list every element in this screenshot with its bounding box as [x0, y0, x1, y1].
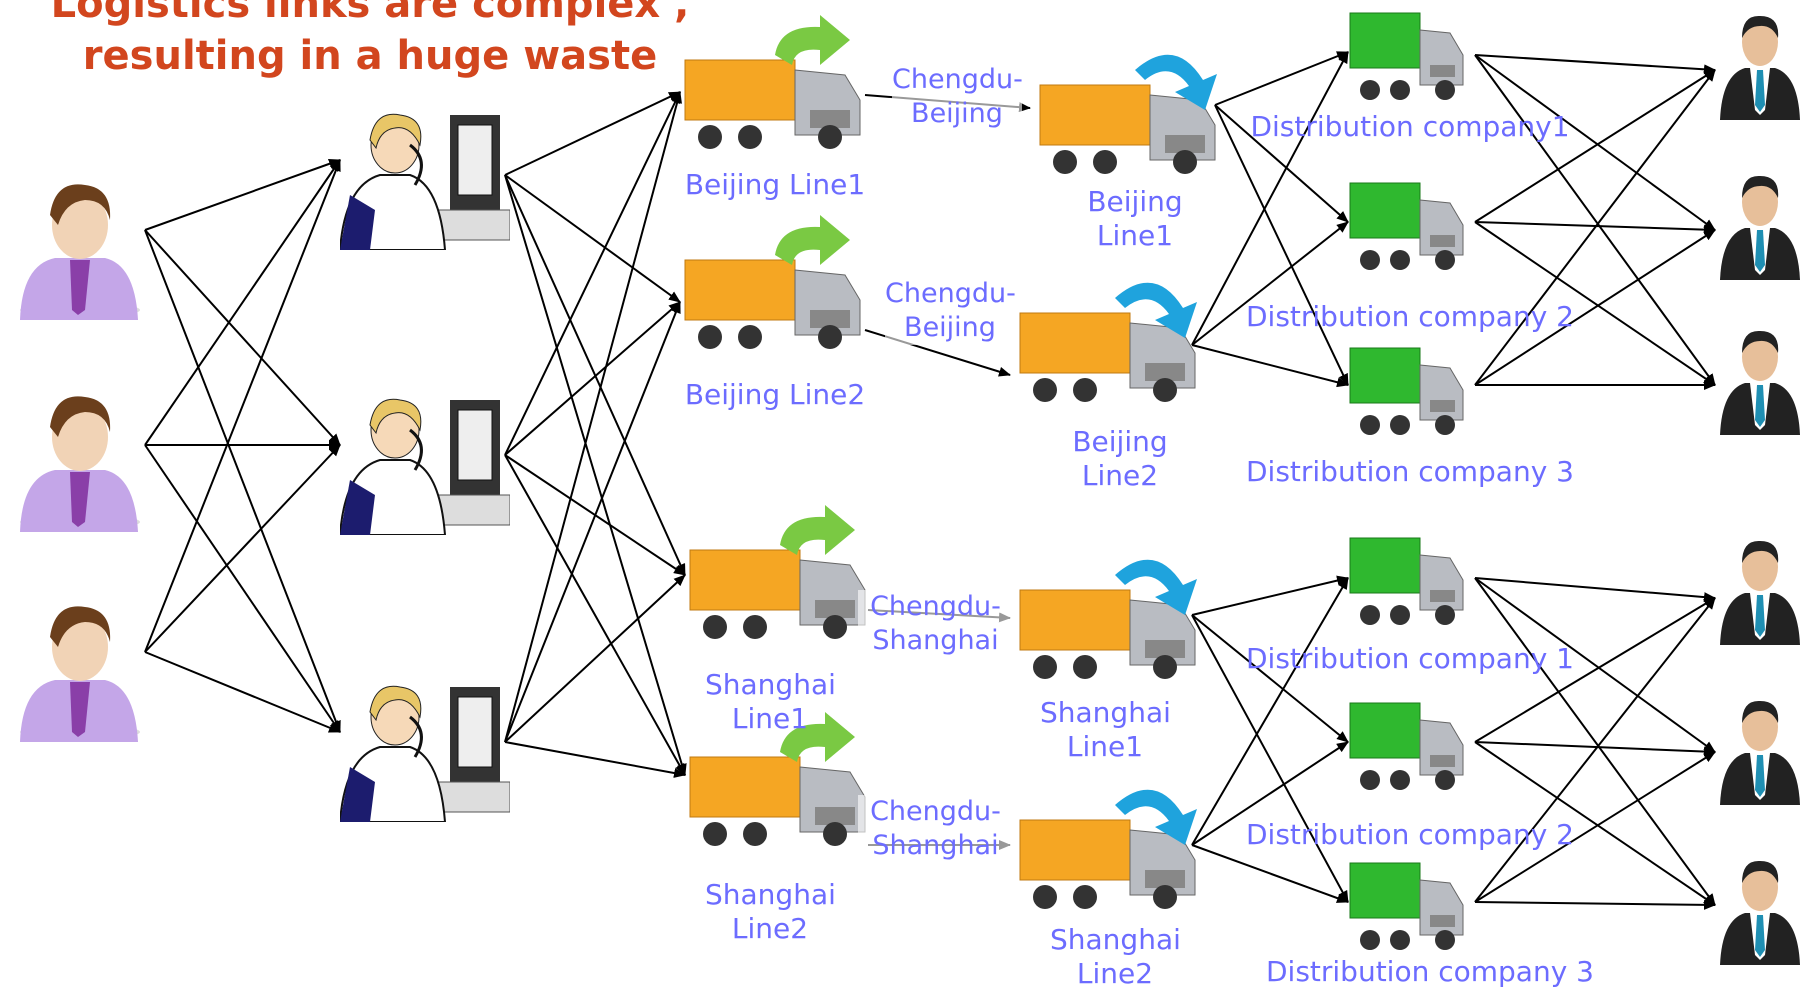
connection-arrow — [1474, 54, 1716, 75]
connection-arrow — [1191, 51, 1349, 346]
green-truck-icon — [1345, 175, 1475, 289]
connection-arrow — [504, 91, 681, 456]
connection-arrow — [504, 91, 681, 176]
green-truck-icon — [1345, 5, 1475, 119]
orange-truck-with-green-arrow-icon — [680, 15, 870, 169]
route-label-chengdu-shanghai-1: Chengdu-Shanghai — [858, 590, 1013, 658]
customer-icon — [10, 592, 140, 746]
connection-arrow — [1474, 899, 1716, 910]
connection-arrow — [1474, 741, 1716, 757]
orange-truck-with-blue-arrow-icon — [1015, 268, 1205, 422]
connection-arrow — [1191, 575, 1349, 616]
connection-arrow — [1214, 104, 1349, 386]
connection-arrow — [1474, 751, 1716, 903]
origin-label-shanghai-line2: Shanghai Line2 — [705, 878, 836, 945]
customer-icon — [10, 170, 140, 324]
distribution-label-top-2: Distribution company 2 — [1245, 300, 1574, 333]
connection-arrow — [144, 229, 341, 446]
orange-truck-with-green-arrow-icon — [685, 505, 875, 659]
green-truck-icon — [1345, 530, 1475, 644]
orange-truck-with-green-arrow-icon — [685, 712, 875, 866]
connection-arrow — [504, 574, 686, 743]
connection-arrow — [504, 174, 681, 303]
connection-arrow — [504, 174, 687, 776]
title-line-2: resulting in a huge waste — [82, 33, 658, 79]
businessman-icon — [1720, 695, 1800, 809]
destination-label-beijing-line2: Beijing Line2 — [1072, 425, 1168, 492]
connection-arrow — [1214, 51, 1349, 106]
connection-arrow — [1474, 54, 1716, 386]
distribution-label-bottom-1: Distribution company 1 — [1245, 642, 1574, 675]
businessman-icon — [1720, 855, 1800, 969]
connection-arrow — [1474, 741, 1716, 906]
orange-truck-with-blue-arrow-icon — [1035, 40, 1225, 194]
orange-truck-with-green-arrow-icon — [680, 215, 870, 369]
connection-arrow — [1191, 741, 1349, 846]
connection-arrow — [144, 159, 341, 231]
connection-arrow — [1191, 577, 1349, 846]
connection-arrow — [504, 91, 682, 743]
connection-arrow — [1474, 69, 1716, 386]
route-label-chengdu-beijing-2: Chengdu-Beijing — [885, 277, 1016, 345]
title-line-1: Logistics links are complex , — [50, 0, 690, 27]
connection-arrow — [144, 159, 341, 653]
connection-arrow — [1191, 614, 1349, 743]
connection-arrow — [504, 454, 686, 776]
customer-icon — [10, 382, 140, 536]
connection-arrow — [144, 444, 341, 653]
diagram-title: Logistics links are complex , resulting … — [50, 0, 690, 82]
connection-arrow — [1191, 221, 1349, 346]
connection-arrow — [1214, 104, 1349, 223]
destination-label-shanghai-line1: Shanghai Line1 — [1040, 696, 1171, 763]
businessman-icon — [1720, 10, 1800, 124]
orange-truck-with-blue-arrow-icon — [1015, 775, 1205, 929]
connection-arrow — [504, 301, 681, 743]
connection-arrow — [144, 229, 341, 733]
connection-arrow — [1474, 229, 1716, 386]
green-truck-icon — [1345, 855, 1475, 969]
connection-arrow — [1474, 577, 1716, 906]
connection-arrow — [1474, 577, 1716, 753]
destination-label-shanghai-line2: Shanghai Line2 — [1050, 923, 1181, 990]
route-label-chengdu-shanghai-2: Chengdu-Shanghai — [858, 795, 1013, 863]
phone-operator-at-computer-icon — [338, 385, 511, 539]
businessman-icon — [1720, 535, 1800, 649]
connection-arrow — [1191, 614, 1349, 903]
connection-arrow — [1191, 844, 1349, 903]
connection-arrow — [1474, 69, 1716, 223]
connection-arrow — [1474, 597, 1716, 903]
distribution-label-top-1: Distribution company1 — [1250, 110, 1570, 143]
connection-arrow — [144, 651, 341, 733]
connection-arrow — [1474, 221, 1716, 386]
connection-arrow — [144, 159, 341, 446]
connection-arrow — [1191, 344, 1349, 388]
orange-truck-with-blue-arrow-icon — [1015, 545, 1205, 699]
green-truck-icon — [1345, 695, 1475, 809]
green-truck-icon — [1345, 340, 1475, 454]
businessman-icon — [1720, 170, 1800, 284]
businessman-icon — [1720, 325, 1800, 439]
distribution-label-top-3: Distribution company 3 — [1245, 455, 1574, 488]
connection-arrow — [1474, 577, 1716, 603]
origin-label-beijing-line1: Beijing Line1 — [684, 168, 866, 201]
route-label-chengdu-beijing-1: Chengdu-Beijing — [892, 63, 1023, 131]
phone-operator-at-computer-icon — [338, 672, 511, 826]
distribution-label-bottom-2: Distribution company 2 — [1245, 818, 1574, 851]
connection-arrow — [1474, 597, 1716, 743]
connection-arrow — [1474, 54, 1716, 231]
phone-operator-at-computer-icon — [338, 100, 511, 254]
connection-arrow — [144, 444, 341, 733]
connection-arrow — [504, 741, 686, 778]
connection-arrow — [504, 301, 681, 456]
origin-label-shanghai-line1: Shanghai Line1 — [705, 668, 836, 735]
origin-label-beijing-line2: Beijing Line2 — [684, 378, 866, 411]
destination-label-beijing-line1: Beijing Line1 — [1087, 185, 1183, 252]
distribution-label-bottom-3: Distribution company 3 — [1265, 955, 1594, 988]
